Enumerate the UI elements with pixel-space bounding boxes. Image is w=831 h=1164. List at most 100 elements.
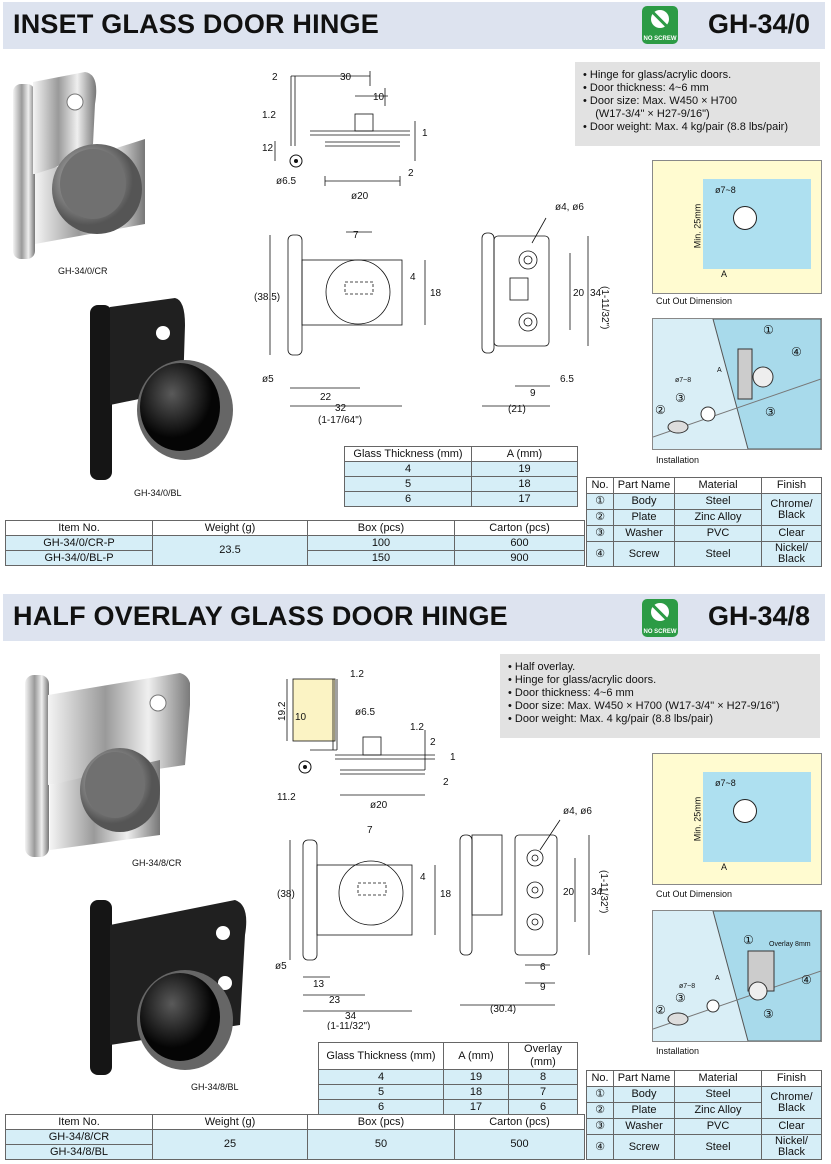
cutout-dimension-box: ø7~8 Min. 25mm A xyxy=(652,753,822,885)
dim-label: 13 xyxy=(313,979,325,990)
spec-line: • Door size: Max. W450 × H700 (W17-3/4" … xyxy=(508,700,780,712)
table-cell: 900 xyxy=(454,550,585,566)
cutout-caption: Cut Out Dimension xyxy=(656,889,733,899)
table-cell: ① xyxy=(586,493,614,510)
section-title: HALF OVERLAY GLASS DOOR HINGE xyxy=(13,601,508,631)
table-header: Box (pcs) xyxy=(307,520,455,536)
dim-label: 7 xyxy=(367,825,373,836)
table-cell: ④ xyxy=(586,1134,614,1160)
item-table: Item No. Weight (g) Box (pcs) Carton (pc… xyxy=(5,520,585,566)
table-cell: Clear xyxy=(761,525,822,542)
dim-label: ø20 xyxy=(351,191,369,202)
table-cell: Screw xyxy=(613,1134,675,1160)
install-num: ③ xyxy=(763,1007,774,1021)
install-num: ③ xyxy=(675,391,686,405)
table-cell: Washer xyxy=(613,525,675,542)
install-num: ④ xyxy=(791,345,802,359)
dim-label: ø6.5 xyxy=(276,176,296,187)
install-num: ③ xyxy=(675,991,686,1005)
dim-label: 20 xyxy=(573,288,585,299)
no-screw-label: NO SCREW xyxy=(643,629,677,635)
spec-line: (W17-3/4" × H27-9/16") xyxy=(583,108,710,120)
photo-caption: GH-34/0/CR xyxy=(58,266,108,276)
table-cell: ② xyxy=(586,509,614,526)
table-cell: ① xyxy=(586,1086,614,1103)
table-cell: 5 xyxy=(344,476,472,492)
dim-label: 4 xyxy=(410,272,416,283)
table-row: 4 19 xyxy=(344,461,578,477)
installation-drawing xyxy=(653,911,821,1041)
photo-caption: GH-34/8/BL xyxy=(191,1082,239,1092)
dim-label: 1.2 xyxy=(410,722,424,733)
table-cell: 6 xyxy=(344,491,472,507)
table-row: GH-34/0/CR-P 23.5 100 600 xyxy=(5,535,585,566)
table-cell: Washer xyxy=(613,1118,675,1135)
dim-label: (1-17/64") xyxy=(318,415,362,426)
install-num: ② xyxy=(655,403,666,417)
cutout-min-label: Min. 25mm xyxy=(692,203,703,249)
table-cell: 19 xyxy=(443,1069,509,1085)
section-header-band xyxy=(3,594,825,641)
spec-line: • Hinge for glass/acrylic doors. xyxy=(583,69,732,81)
spec-line: • Door size: Max. W450 × H700 xyxy=(583,95,737,107)
dim-label: 1.2 xyxy=(350,669,364,680)
table-row: 5 18 7 xyxy=(318,1084,578,1100)
table-row: GH-34/8/CR 25 50 500 xyxy=(5,1129,585,1160)
table-header-row: No. Part Name Material Finish xyxy=(586,477,822,494)
back-view-drawing: ø4, ø6 20 34 (1-11/32") 9 6.5 (21) xyxy=(481,202,610,415)
front-view-drawing: 7 (38.5) 4 18 ø5 22 32 (1-17/64") xyxy=(254,230,442,426)
product-code: GH-34/0 xyxy=(708,9,811,39)
dim-label: 23 xyxy=(329,995,341,1006)
dim-label: 18 xyxy=(430,288,442,299)
table-cell: ③ xyxy=(586,1118,614,1135)
table-cell: Nickel/ Black xyxy=(761,1134,822,1160)
dim-label: (1-11/32") xyxy=(599,286,610,329)
section-header-band xyxy=(3,2,825,49)
table-header: Box (pcs) xyxy=(307,1114,455,1130)
table-header: Overlay (mm) xyxy=(508,1042,578,1070)
installation-caption: Installation xyxy=(656,1046,700,1056)
spec-line: • Half overlay. xyxy=(508,661,576,673)
table-cell: PVC xyxy=(674,525,762,542)
table-cell: ④ xyxy=(586,541,614,567)
item-table: Item No. Weight (g) Box (pcs) Carton (pc… xyxy=(5,1114,585,1160)
table-header: A (mm) xyxy=(443,1042,509,1070)
table-cell: 500 xyxy=(454,1129,585,1160)
dim-label: ø6.5 xyxy=(355,707,375,718)
spec-box xyxy=(575,62,820,146)
table-header: Material xyxy=(674,477,762,494)
table-header: Glass Thickness (mm) xyxy=(344,446,472,462)
side-view-drawing: 2 30 10 1.2 12 1 2 ø6.5 ø20 xyxy=(262,71,428,202)
dim-label: 2 xyxy=(443,777,449,788)
spec-line: • Door weight: Max. 4 kg/pair (8.8 lbs/p… xyxy=(583,121,788,133)
front-view-drawing: 7 (38) 4 18 ø5 13 23 34 (1-11/32") xyxy=(275,825,452,1030)
cutout-caption: Cut Out Dimension xyxy=(656,296,733,306)
no-screw-badge: NO SCREW xyxy=(642,6,678,44)
dim-label: (1-11/32") xyxy=(327,1021,370,1030)
dim-label: 2 xyxy=(430,737,436,748)
table-cell: 18 xyxy=(471,476,578,492)
install-hole-label: ø7~8 xyxy=(679,983,696,990)
table-cell: GH-34/0/CR-P xyxy=(5,535,153,551)
table-header: No. xyxy=(586,1070,614,1087)
dim-label: 4 xyxy=(420,872,426,883)
table-row: 6 17 6 xyxy=(318,1099,578,1115)
table-cell: 100 xyxy=(307,535,455,551)
table-header: Carton (pcs) xyxy=(454,1114,585,1130)
table-cell: Zinc Alloy xyxy=(674,509,762,526)
table-cell: ② xyxy=(586,1102,614,1119)
spec-list: • Hinge for glass/acrylic doors. • Door … xyxy=(583,69,788,134)
dim-label: 32 xyxy=(335,403,347,414)
table-cell: 4 xyxy=(344,461,472,477)
dim-label: (38.5) xyxy=(254,292,280,303)
installation-box: ① ② ③ ③ ④ ø7~8 A xyxy=(652,318,822,450)
dim-label: ø20 xyxy=(370,800,388,811)
table-cell: Nickel/ Black xyxy=(761,541,822,567)
dim-label: 12 xyxy=(262,143,274,154)
table-cell: Plate xyxy=(613,509,675,526)
dim-label: 20 xyxy=(563,887,575,898)
table-row: ③ Washer PVC Clear xyxy=(586,525,822,542)
install-num: ① xyxy=(763,323,774,337)
glass-thickness-table: Glass Thickness (mm) A (mm) Overlay (mm)… xyxy=(318,1042,578,1115)
table-cell: Steel xyxy=(674,541,762,567)
